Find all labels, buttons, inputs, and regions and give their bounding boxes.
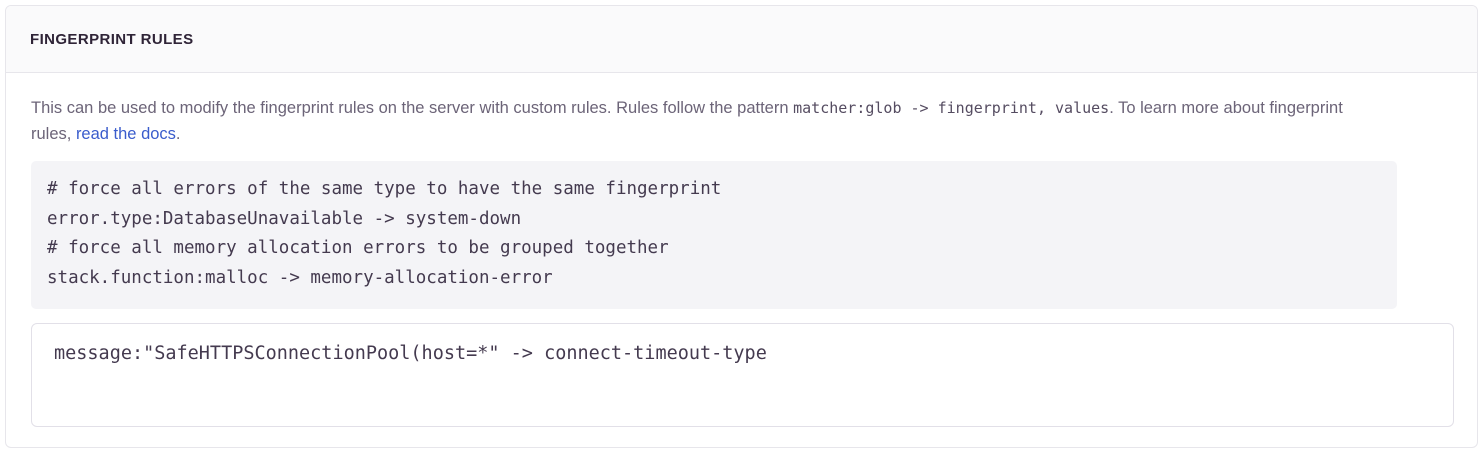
panel-body: This can be used to modify the fingerpri… [6, 73, 1477, 427]
description-part-3: . [175, 125, 181, 143]
fingerprint-rules-panel: FINGERPRINT RULES This can be used to mo… [5, 5, 1478, 448]
inline-code-pattern: matcher:glob -> fingerprint, values [793, 99, 1110, 117]
description-part-2: . To learn more about fingerprint rules, [31, 99, 1343, 143]
page-title: FINGERPRINT RULES [30, 30, 194, 48]
fingerprint-rules-input[interactable] [31, 323, 1454, 427]
panel-header: FINGERPRINT RULES [6, 6, 1477, 73]
example-rules-code-block: # force all errors of the same type to h… [31, 161, 1397, 309]
description-text: This can be used to modify the fingerpri… [31, 95, 1376, 147]
read-the-docs-link[interactable]: read the docs [75, 125, 176, 143]
description-part-1: This can be used to modify the fingerpri… [31, 99, 794, 117]
